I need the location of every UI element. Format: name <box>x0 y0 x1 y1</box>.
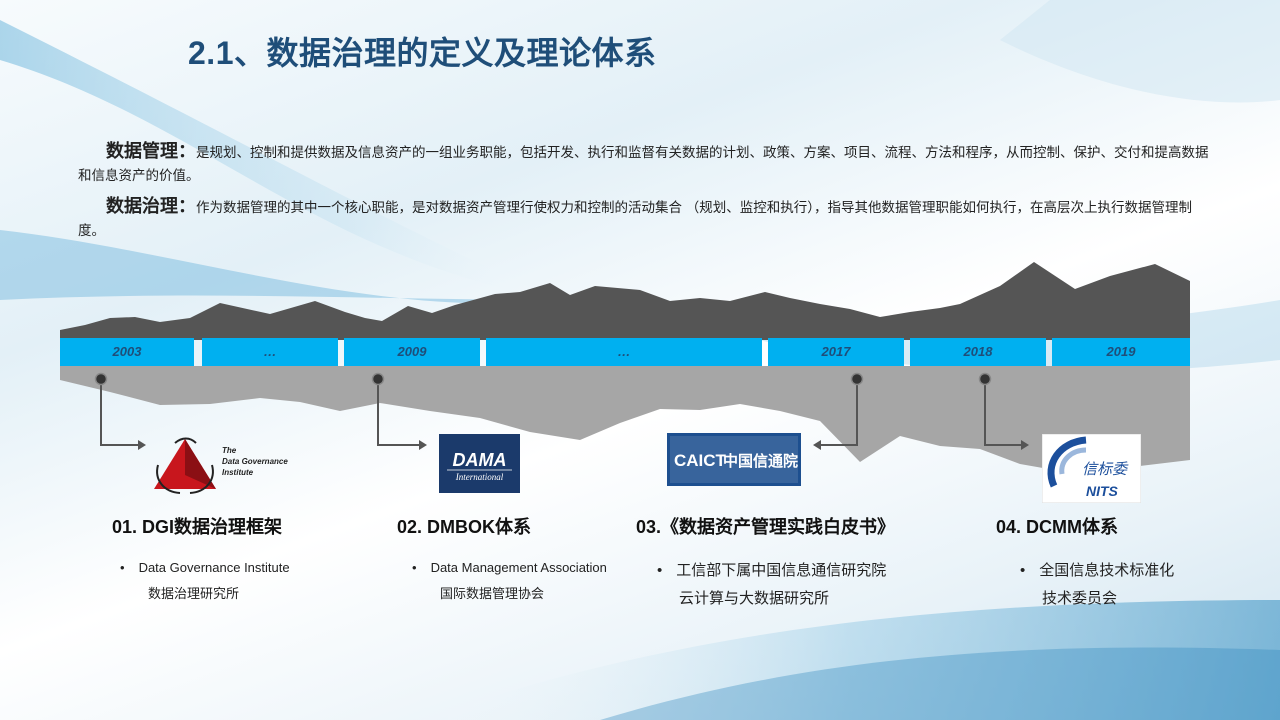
nits-logo-text: 信标委 <box>1082 460 1129 478</box>
detail-line: 国际数据管理协会 <box>440 586 545 601</box>
bullet-marker: • <box>412 560 417 575</box>
detail-line: 技术委员会 <box>1042 590 1118 607</box>
item-detail-dmbok: • Data Management Association 国际数据管理协会 <box>412 555 607 607</box>
definition-text: 是规划、控制和提供数据及信息资产的一组业务职能，包括开发、执行和监督有关数据的计… <box>78 145 1209 183</box>
detail-line: Data Governance Institute <box>138 560 290 575</box>
definition-data-management: 数据管理：是规划、控制和提供数据及信息资产的一组业务职能，包括开发、执行和监督有… <box>78 140 1218 187</box>
term-label: 数据管理： <box>106 141 196 161</box>
timeline-dot <box>850 372 864 386</box>
nits-logo-text: NITS <box>1086 483 1119 499</box>
item-heading-dmbok: 02. DMBOK体系 <box>397 517 532 537</box>
year-bar: 2003 … 2009 … 2017 2018 2019 <box>60 338 1190 366</box>
item-detail-dcmm: • 全国信息技术标准化 技术委员会 <box>1020 557 1174 613</box>
mountain-bottom <box>60 366 1190 471</box>
definition-data-governance: 数据治理：作为数据管理的其中一个核心职能，是对数据资产管理行使权力和控制的活动集… <box>78 195 1218 242</box>
dgi-logo: The Data Governance Institute <box>150 435 310 495</box>
detail-line: 全国信息技术标准化 <box>1039 562 1175 579</box>
nits-logo: 信标委 NITS <box>1041 433 1142 504</box>
dama-logo: DAMA International <box>439 434 520 493</box>
definition-text: 作为数据管理的其中一个核心职能，是对数据资产管理行使权力和控制的活动集合 （规划… <box>78 200 1192 238</box>
item-heading-whitepaper: 03.《数据资产管理实践白皮书》 <box>636 517 896 537</box>
page-title: 2.1、数据治理的定义及理论体系 <box>188 35 657 71</box>
dgi-logo-text: Data Governance <box>222 457 288 466</box>
year-cell: 2019 <box>1052 338 1190 366</box>
detail-line: 云计算与大数据研究所 <box>679 590 830 607</box>
detail-line: 工信部下属中国信息通信研究院 <box>676 562 887 579</box>
term-label: 数据治理： <box>106 196 196 216</box>
year-cell: … <box>202 338 338 366</box>
item-detail-whitepaper: • 工信部下属中国信息通信研究院 云计算与大数据研究所 <box>657 557 886 613</box>
item-heading-dgi: 01. DGI数据治理框架 <box>112 517 283 537</box>
dama-logo-text: DAMA <box>453 450 507 470</box>
timeline-dot <box>371 372 385 386</box>
dgi-logo-text: Institute <box>222 468 254 477</box>
year-cell: 2009 <box>344 338 480 366</box>
caict-logo-text: CAICT <box>674 451 727 470</box>
year-cell: 2018 <box>910 338 1046 366</box>
dama-logo-text: International <box>455 472 504 482</box>
detail-line: 数据治理研究所 <box>148 586 240 601</box>
timeline-dot <box>94 372 108 386</box>
caict-logo: CAICT 中国信通院 <box>667 433 801 486</box>
year-cell: … <box>486 338 762 366</box>
bullet-marker: • <box>657 562 663 579</box>
bullet-marker: • <box>120 560 125 575</box>
detail-line: Data Management Association <box>430 560 607 575</box>
item-detail-dgi: • Data Governance Institute 数据治理研究所 <box>120 555 290 607</box>
mountain-top <box>60 262 1190 340</box>
bullet-marker: • <box>1020 562 1026 579</box>
dgi-logo-text: The <box>222 446 237 455</box>
year-cell: 2017 <box>768 338 904 366</box>
caict-logo-text: 中国信通院 <box>723 452 798 470</box>
timeline-graphic <box>60 262 1190 471</box>
item-heading-dcmm: 04. DCMM体系 <box>996 517 1119 537</box>
year-cell: 2003 <box>60 338 194 366</box>
timeline-dot <box>978 372 992 386</box>
